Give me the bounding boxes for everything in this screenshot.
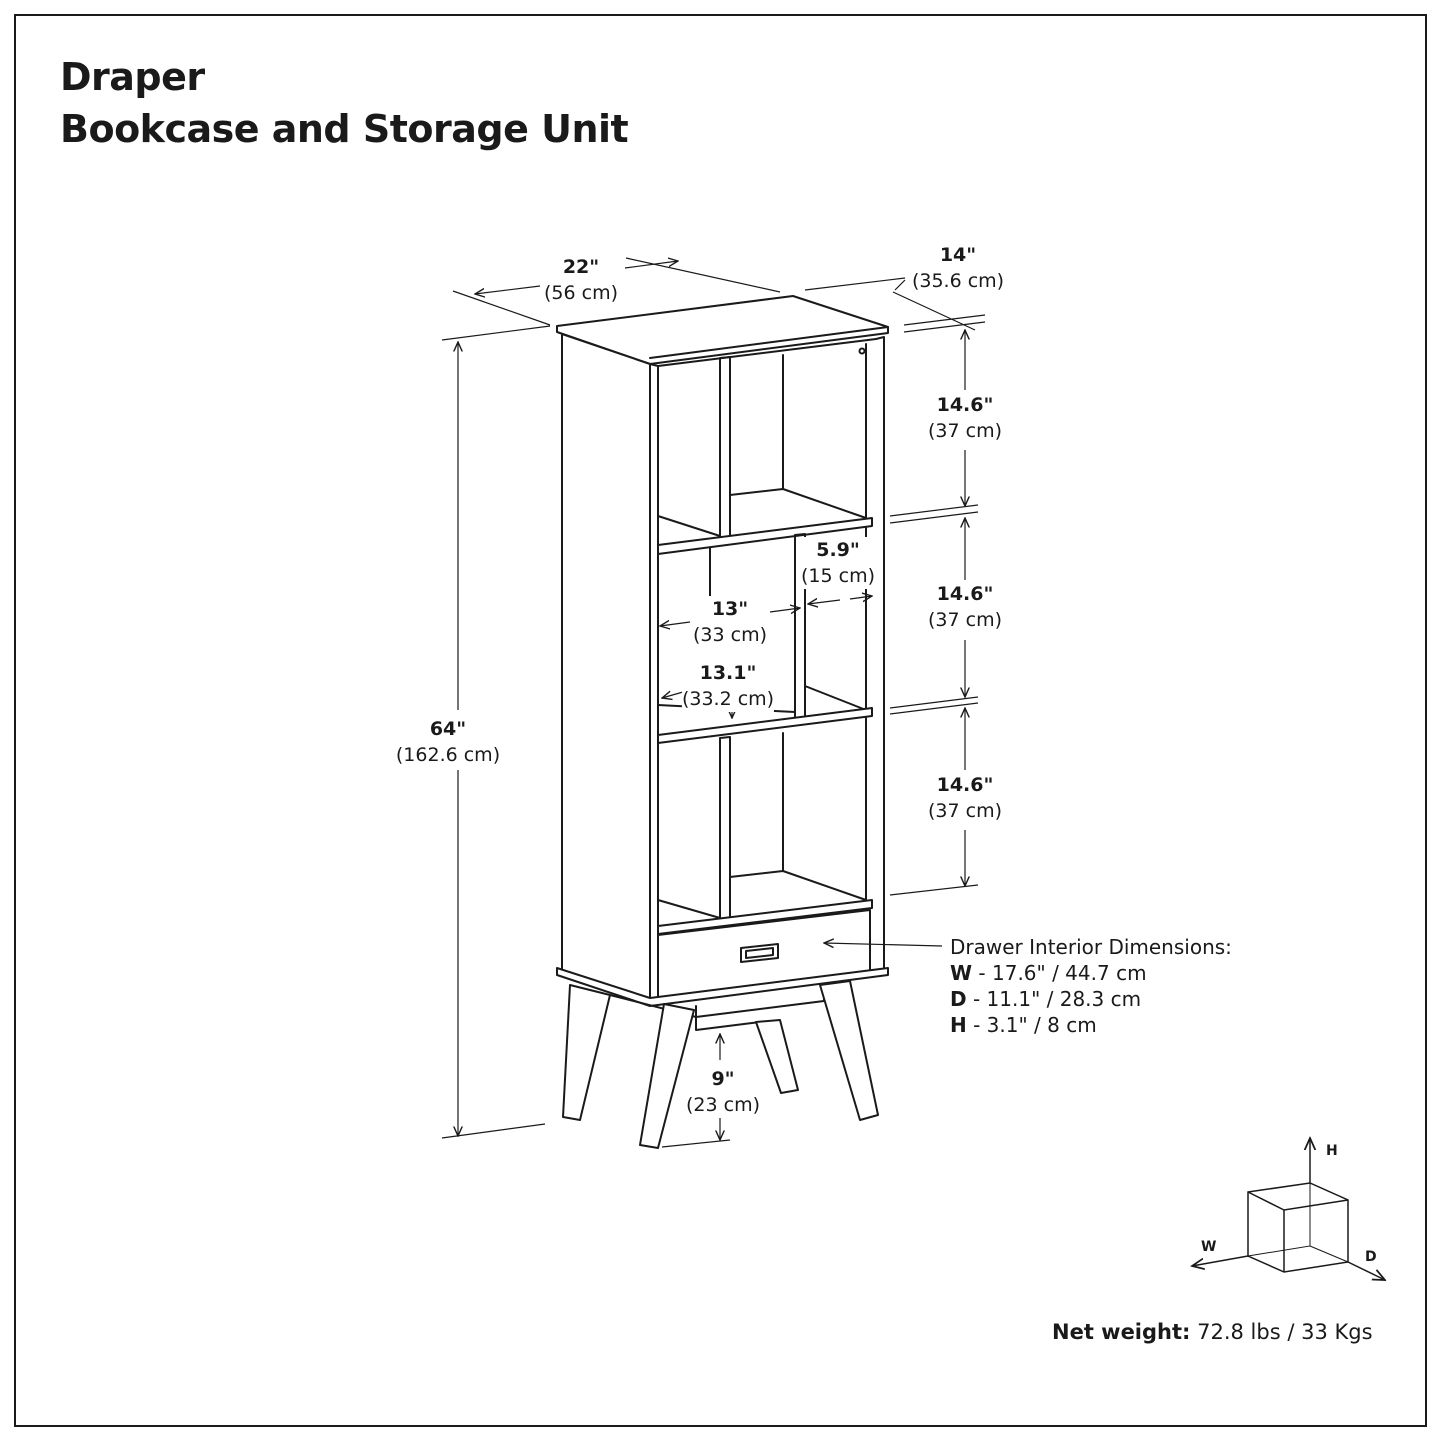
drawer-width: W - 17.6" / 44.7 cm <box>950 961 1147 985</box>
base-board <box>556 967 889 1007</box>
leg-back-left <box>562 984 611 1121</box>
shelf-1 <box>657 517 873 555</box>
leg-front-right <box>819 980 879 1121</box>
axis-d-label: D <box>1365 1249 1377 1265</box>
top-board <box>556 295 889 365</box>
shelf-height-middle: 14.6" (37 cm) <box>928 583 1002 631</box>
drawer-dimensions: Drawer Interior Dimensions: W - 17.6" / … <box>950 934 1232 1038</box>
divider-top <box>719 356 731 539</box>
depth-dimension: 14" (35.6 cm) <box>911 244 1005 292</box>
width-dimension: 22" (56 cm) <box>544 256 618 304</box>
net-weight: Net weight: 72.8 lbs / 33 Kgs <box>1052 1320 1373 1344</box>
shelf-height-bottom: 14.6" (37 cm) <box>928 774 1002 822</box>
orientation-cube <box>1192 1138 1385 1280</box>
product-name: Draper <box>60 55 205 99</box>
drawer-heading: Drawer Interior Dimensions: <box>950 935 1232 959</box>
leg-back-right <box>755 1019 799 1094</box>
leg-front-left <box>639 1003 695 1149</box>
page-frame <box>14 14 1427 1427</box>
cubby-depth: 13.1" (33.2 cm) <box>681 660 775 712</box>
shelf-height-top: 14.6" (37 cm) <box>928 394 1002 442</box>
divider-bottom <box>719 736 731 919</box>
leg-height: 9" (23 cm) <box>686 1066 760 1118</box>
side-panel <box>561 333 651 1003</box>
axis-h-label: H <box>1326 1143 1338 1159</box>
drawer-pull <box>740 943 779 963</box>
narrow-cubby-width: 5.9" (15 cm) <box>801 537 875 589</box>
drawer-height: H - 3.1" / 8 cm <box>950 1013 1097 1037</box>
drawer-depth: D - 11.1" / 28.3 cm <box>950 987 1142 1011</box>
shelf-2 <box>657 707 873 744</box>
axis-w-label: W <box>1201 1239 1217 1255</box>
shelf-3 <box>657 899 873 935</box>
height-dimension: 64" (162.6 cm) <box>395 718 501 766</box>
product-type: Bookcase and Storage Unit <box>60 107 629 151</box>
wide-cubby-width: 13" (33 cm) <box>693 596 767 648</box>
